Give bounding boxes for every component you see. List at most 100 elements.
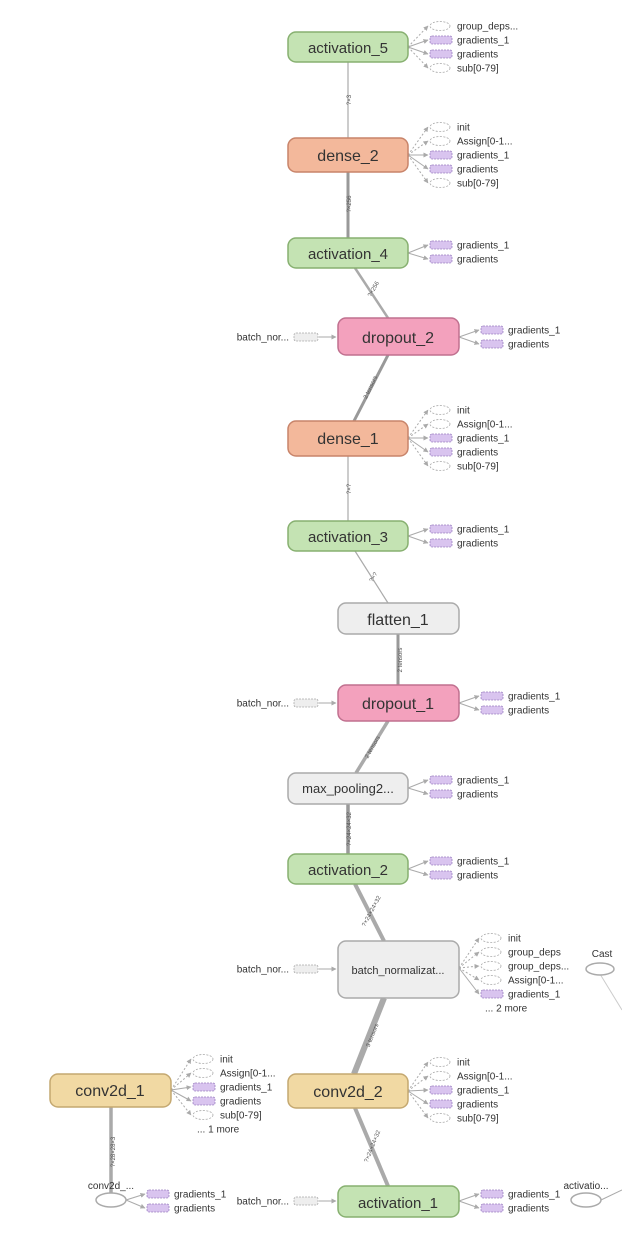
aux-input-batch-norm[interactable]: batch_nor...: [237, 964, 337, 976]
aux-output-init[interactable]: init: [407, 1057, 470, 1092]
node-activation-1[interactable]: activation_1: [337, 1185, 460, 1218]
aux-output-gradients[interactable]: gradients: [407, 46, 498, 61]
aux-output-gradients[interactable]: gradients: [407, 1090, 498, 1111]
node-conv2d-1[interactable]: conv2d_1: [49, 1073, 172, 1108]
node-activation-5[interactable]: activation_5: [287, 31, 409, 63]
aux-output-sub-0-79-[interactable]: sub[0-79]: [407, 46, 499, 75]
aux-output-gradients[interactable]: gradients: [407, 252, 498, 266]
node-activation-2[interactable]: activation_2: [287, 853, 409, 885]
aux-output-gradients[interactable]: gradients: [407, 535, 498, 550]
aux-output-label: gradients: [508, 1204, 549, 1215]
aux-node-shape: [192, 1110, 214, 1120]
aux-output-gradients-1[interactable]: gradients_1: [458, 1190, 561, 1202]
aux-input-shape: [293, 964, 319, 974]
aux-output-label: gradients_1: [457, 434, 510, 445]
aux-input-batch-norm[interactable]: batch_nor...: [237, 1197, 337, 1208]
gradient-node-shape: [480, 325, 504, 335]
node-conv2d-2[interactable]: conv2d_2: [287, 1073, 409, 1109]
aux-output-label: group_deps...: [508, 962, 569, 973]
aux-output-sub-0-79-[interactable]: sub[0-79]: [407, 437, 499, 473]
aux-node-shape: [429, 122, 451, 132]
node-activation-3[interactable]: activation_3: [287, 520, 409, 552]
aux-input-shape: [293, 332, 319, 342]
aux-output-gradients-1[interactable]: gradients_1: [407, 36, 510, 48]
aux-output-gradients-1[interactable]: gradients_1: [170, 1083, 273, 1094]
node-dense-2[interactable]: dense_2: [287, 137, 409, 173]
aux-output-label: gradients_1: [457, 857, 510, 868]
gradient-node-shape: [429, 870, 453, 880]
aux-output-label: Assign[0-1...: [457, 137, 513, 148]
aux-output-init[interactable]: init: [170, 1054, 233, 1091]
node-label: dropout_2: [362, 330, 434, 347]
aux-output-assign-0-1-[interactable]: Assign[0-1...: [170, 1068, 276, 1091]
gradient-node-shape: [429, 164, 453, 174]
aux-output-sub-0-79-[interactable]: sub[0-79]: [407, 154, 499, 190]
aux-output-gradients-1[interactable]: gradients_1: [407, 1086, 510, 1097]
aux-output-gradients[interactable]: gradients: [170, 1089, 261, 1108]
edge-label: ?×3: [347, 94, 353, 105]
aux-node-shape: [192, 1054, 214, 1064]
aux-output-assign-0-1-[interactable]: Assign[0-1...: [407, 419, 513, 439]
aux-output-group-deps[interactable]: group_deps: [458, 947, 561, 969]
edge-dropout2-activation4: [353, 267, 390, 319]
aux-output-gradients[interactable]: gradients: [407, 787, 498, 801]
aux-output-label: gradients: [457, 790, 498, 801]
aux-output-group-deps-[interactable]: group_deps...: [407, 21, 518, 48]
aux-output-gradients-1[interactable]: gradients_1: [125, 1190, 227, 1201]
node-dropout-2[interactable]: dropout_2: [337, 317, 460, 356]
node-batch-normalization[interactable]: batch_normalizat...: [337, 940, 460, 999]
aux-output-gradients[interactable]: gradients: [125, 1199, 215, 1215]
aux-output--1-more[interactable]: ... 1 more: [197, 1125, 240, 1136]
aux-output-gradients-1[interactable]: gradients_1: [407, 776, 510, 789]
aux-output-gradients[interactable]: gradients: [407, 154, 498, 176]
aux-output-gradients-1[interactable]: gradients_1: [408, 151, 510, 162]
aux-output--2-more[interactable]: ... 2 more: [485, 1004, 528, 1015]
aux-output-gradients[interactable]: gradients: [458, 1200, 549, 1215]
aux-output-gradients-1[interactable]: gradients_1: [408, 434, 510, 445]
aux-output-gradients-1[interactable]: gradients_1: [407, 241, 510, 254]
aux-input-batch-norm[interactable]: batch_nor...: [237, 699, 337, 710]
aux-output-sub-0-79-[interactable]: sub[0-79]: [170, 1089, 262, 1122]
edge-conv2d2-batchnorm: [351, 996, 387, 1076]
aux-output-gradients[interactable]: gradients: [458, 336, 549, 351]
node-flatten-1[interactable]: flatten_1: [337, 602, 460, 635]
aux-output-gradients-1[interactable]: gradients_1: [458, 691, 561, 704]
gradient-node-shape: [429, 524, 453, 534]
aux-output-gradients[interactable]: gradients: [407, 868, 498, 882]
node-label: dropout_1: [362, 696, 434, 713]
aux-output-label: ... 1 more: [197, 1125, 240, 1136]
aux-output-gradients[interactable]: gradients: [458, 702, 549, 717]
aux-output-assign-0-1-[interactable]: Assign[0-1...: [407, 1071, 513, 1092]
gradient-node-shape: [429, 789, 453, 799]
aux-output-label: gradients_1: [174, 1190, 227, 1201]
node-dropout-1[interactable]: dropout_1: [337, 684, 460, 722]
aux-output-label: Assign[0-1...: [457, 1072, 513, 1083]
aux-output-assign-0-1-[interactable]: Assign[0-1...: [407, 136, 513, 156]
aux-output-gradients-1[interactable]: gradients_1: [458, 967, 561, 1001]
gradient-node-shape: [480, 691, 504, 701]
node-dense-1[interactable]: dense_1: [287, 420, 409, 457]
aux-output-gradients-1[interactable]: gradients_1: [407, 524, 510, 537]
node-max-pooling[interactable]: max_pooling2...: [287, 772, 409, 805]
gradient-node-shape: [429, 49, 453, 59]
aux-output-gradients[interactable]: gradients: [407, 437, 498, 459]
aux-output-init[interactable]: init: [458, 933, 521, 969]
cast-node[interactable]: [585, 962, 615, 976]
aux-output-sub-0-79-[interactable]: sub[0-79]: [407, 1090, 499, 1125]
aux-output-gradients-1[interactable]: gradients_1: [458, 325, 561, 338]
node-activation-4[interactable]: activation_4: [287, 237, 409, 269]
node-label: activation_5: [308, 40, 388, 57]
gradient-node-shape: [429, 447, 453, 457]
edge-label: ?×24×24×32: [347, 811, 353, 846]
aux-input-batch-norm[interactable]: batch_nor...: [237, 332, 337, 344]
aux-output-gradients-1[interactable]: gradients_1: [407, 857, 510, 870]
main-nodes: activation_5 dense_2 activation_4 dropou…: [49, 31, 460, 1218]
aux-output-label: gradients: [457, 255, 498, 266]
activation-cut-node[interactable]: [570, 1192, 602, 1208]
aux-output-assign-0-1-[interactable]: Assign[0-1...: [458, 967, 564, 987]
aux-output-group-deps-[interactable]: group_deps...: [458, 961, 569, 973]
aux-output-init[interactable]: init: [407, 122, 470, 156]
aux-output-init[interactable]: init: [407, 405, 470, 439]
conv2d-input-node[interactable]: [95, 1192, 127, 1208]
